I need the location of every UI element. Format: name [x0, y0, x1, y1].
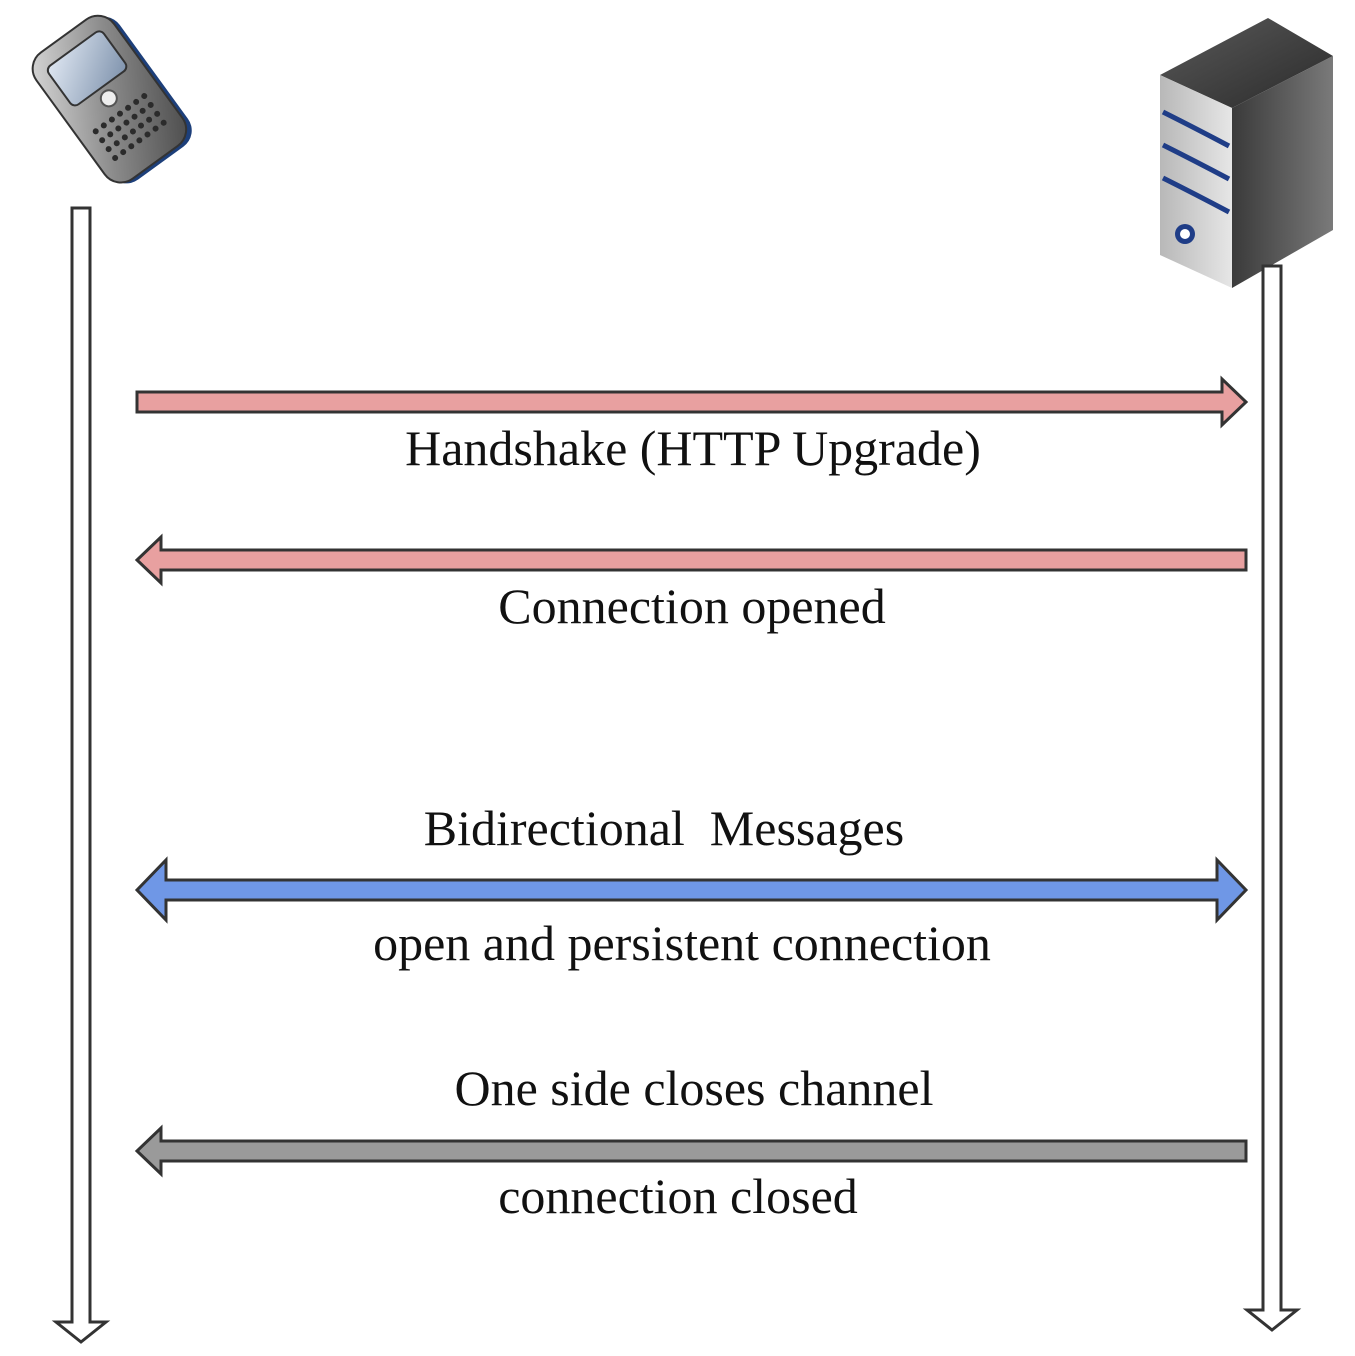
mobile-phone-icon [31, 14, 192, 184]
connection-closed-label: connection closed [498, 1168, 858, 1224]
client-lifeline [51, 206, 111, 1344]
connection-opened-label: Connection opened [498, 578, 885, 634]
server-lifeline [1242, 264, 1302, 1332]
persistent-connection-label: open and persistent connection [373, 915, 991, 971]
close-channel-label: One side closes channel [454, 1060, 933, 1116]
connection-closed-arrow [134, 1124, 1248, 1178]
handshake-arrow [135, 375, 1249, 429]
connection-opened-arrow [134, 533, 1248, 587]
bidirectional-messages-label: Bidirectional Messages [424, 800, 904, 856]
handshake-label: Handshake (HTTP Upgrade) [405, 420, 981, 476]
server-tower-icon [1160, 18, 1333, 288]
bidirectional-arrow [134, 856, 1249, 924]
